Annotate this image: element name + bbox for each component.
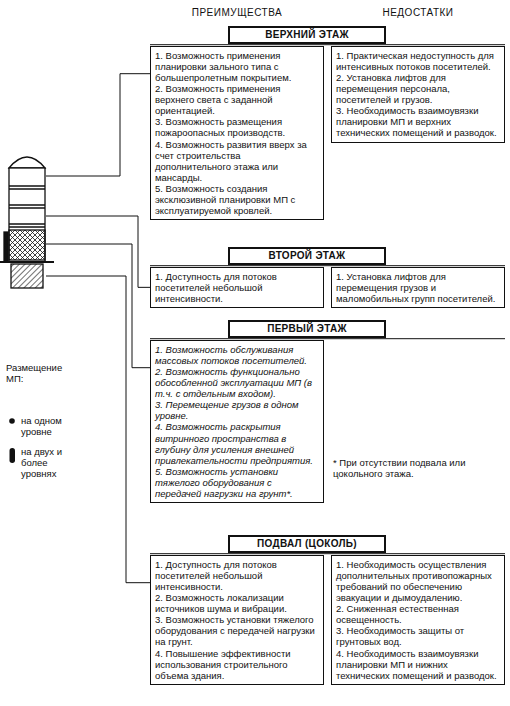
floor-header: ПЕРВЫЙ ЭТАЖ — [228, 320, 386, 338]
list-box: 1. Возможность обслуживания массовых пот… — [150, 340, 324, 504]
list-item: 2. Сниженная естественная освещенность. — [336, 603, 500, 625]
list-item: 5. Возможность установки тяжелого оборуд… — [155, 466, 319, 499]
list-item: 2. Возможность функционально обособленно… — [155, 366, 319, 399]
leader-line — [46, 244, 150, 368]
list-item: 3. Возможность установки тяжелого оборуд… — [155, 614, 319, 647]
list-item: 4. Повышение эффективности использования… — [155, 648, 319, 681]
header-text: ПЕРВЫЙ ЭТАЖ — [234, 323, 380, 335]
list-item: 4. Необходимость взаимоувязки планировки… — [336, 648, 500, 681]
list-item: 3. Необходимость защиты от грунтовых вод… — [336, 625, 500, 647]
building-illustration — [0, 157, 54, 288]
list-box: 1. Необходимость осуществления дополните… — [331, 555, 505, 685]
list-item: 3. Перемещение грузов в одном уровне. — [155, 399, 319, 421]
leader-line — [46, 216, 150, 287]
legend-dot — [9, 418, 15, 424]
header-rules — [150, 45, 505, 554]
list-item: 2. Возможность локализации источников шу… — [155, 592, 319, 614]
list-item: 1. Установка лифтов для перемещения груз… — [336, 271, 500, 304]
column-heading: ПРЕИМУЩЕСТВА — [150, 7, 324, 19]
list-box: 1. Доступность для потоков посетителей н… — [150, 267, 324, 308]
list-item: 1. Возможность применения планировки зал… — [155, 50, 319, 83]
legend-text: на одном уровне — [21, 415, 77, 437]
list-item: 4. Возможность развития вверх за счет ст… — [155, 139, 319, 183]
list-item: 1. Возможность обслуживания массовых пот… — [155, 344, 319, 366]
legend-bar — [10, 448, 16, 463]
header-text: ПОДВАЛ (ЦОКОЛЬ) — [234, 538, 380, 550]
list-item: 1. Доступность для потоков посетителей н… — [155, 559, 319, 592]
list-item: 2. Установка лифтов для перемещения перс… — [336, 72, 500, 105]
legend-text: на двух и более уровнях — [21, 446, 77, 479]
column-heading: НЕДОСТАТКИ — [331, 7, 505, 19]
list-item: 4. Возможность раскрытия витринного прос… — [155, 421, 319, 465]
list-item: 1. Практическая недоступность для интенс… — [336, 50, 500, 72]
footnote: * При отсутствии подвала или цокольного … — [333, 457, 501, 479]
legend-symbols — [9, 418, 15, 463]
header-text: ВЕРХНИЙ ЭТАЖ — [234, 29, 380, 41]
list-item: 2. Возможность применения верхнего света… — [155, 83, 319, 116]
list-box: 1. Практическая недоступность для интенс… — [331, 46, 505, 143]
legend-heading: Размещение МП: — [6, 362, 76, 384]
list-item: 3. Возможность размещения пожароопасных … — [155, 116, 319, 138]
floor-header: ВЕРХНИЙ ЭТАЖ — [228, 26, 386, 44]
list-box: 1. Установка лифтов для перемещения груз… — [331, 267, 505, 308]
list-box: 1. Доступность для потоков посетителей н… — [150, 555, 324, 685]
list-item: 3. Необходимость взаимоувязки планировки… — [336, 105, 500, 138]
floor-header: ПОДВАЛ (ЦОКОЛЬ) — [228, 535, 386, 553]
list-box: 1. Возможность применения планировки зал… — [150, 46, 324, 221]
list-item: 1. Необходимость осуществления дополните… — [336, 559, 500, 603]
leader-lines — [46, 74, 150, 583]
list-item: 1. Доступность для потоков посетителей н… — [155, 271, 319, 304]
list-item: 5. Возможность создания эксклюзивной пла… — [155, 183, 319, 216]
header-text: ВТОРОЙ ЭТАЖ — [234, 250, 380, 262]
leader-line — [46, 276, 150, 583]
leader-line — [46, 74, 150, 176]
floor-header: ВТОРОЙ ЭТАЖ — [228, 247, 386, 265]
